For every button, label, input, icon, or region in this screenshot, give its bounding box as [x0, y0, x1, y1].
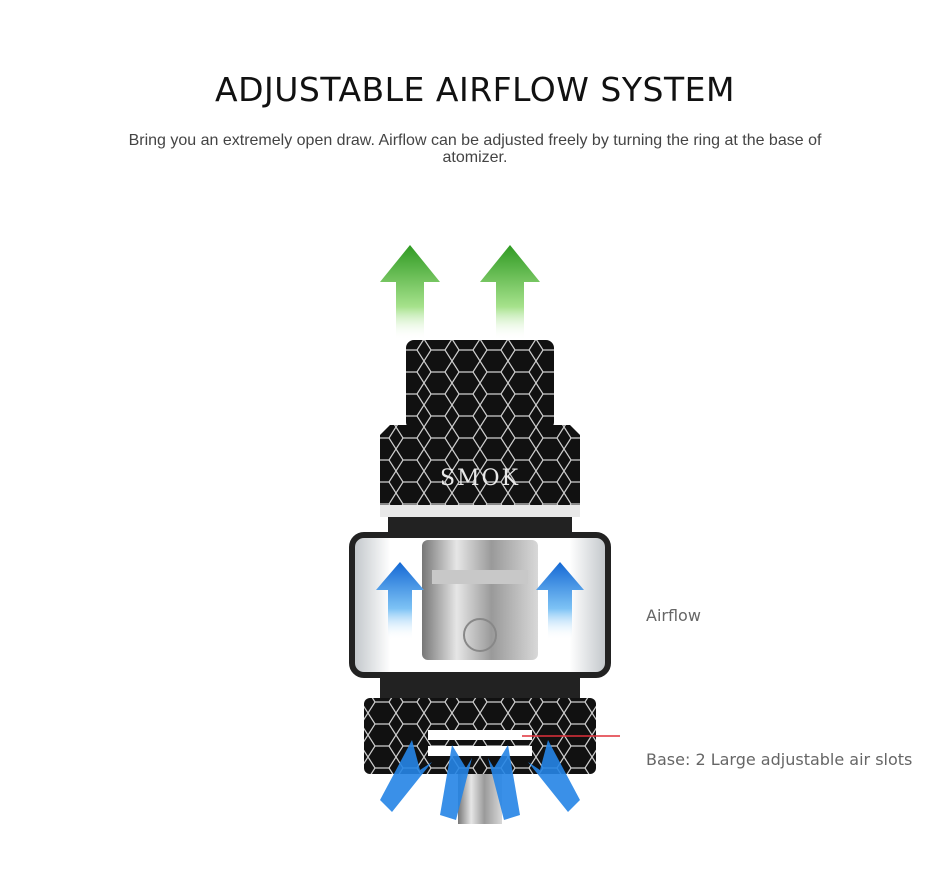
green-up-arrow-icon	[380, 245, 540, 340]
air-slot	[428, 730, 532, 740]
base-label: Base: 2 Large adjustable air slots	[646, 750, 913, 769]
blue-airflow-arrow-icon	[376, 562, 584, 640]
coil-emblem	[463, 618, 497, 652]
coil-band	[432, 570, 528, 584]
top-cap	[380, 425, 580, 505]
page-title: ADJUSTABLE AIRFLOW SYSTEM	[215, 70, 735, 110]
lower-seal	[380, 675, 580, 699]
airflow-label: Airflow	[646, 606, 701, 625]
coil-head	[422, 540, 538, 660]
blue-airflow-arrow-icon	[380, 740, 580, 820]
drip-tip	[406, 340, 554, 430]
upper-seal	[388, 517, 572, 535]
description-text: Bring you an extremely open draw. Airflo…	[128, 132, 822, 166]
brand-logo: SMOK	[440, 466, 520, 491]
upper-ring	[380, 505, 580, 517]
air-slot	[428, 746, 532, 756]
atomizer-illustration: SMOK	[349, 245, 620, 824]
